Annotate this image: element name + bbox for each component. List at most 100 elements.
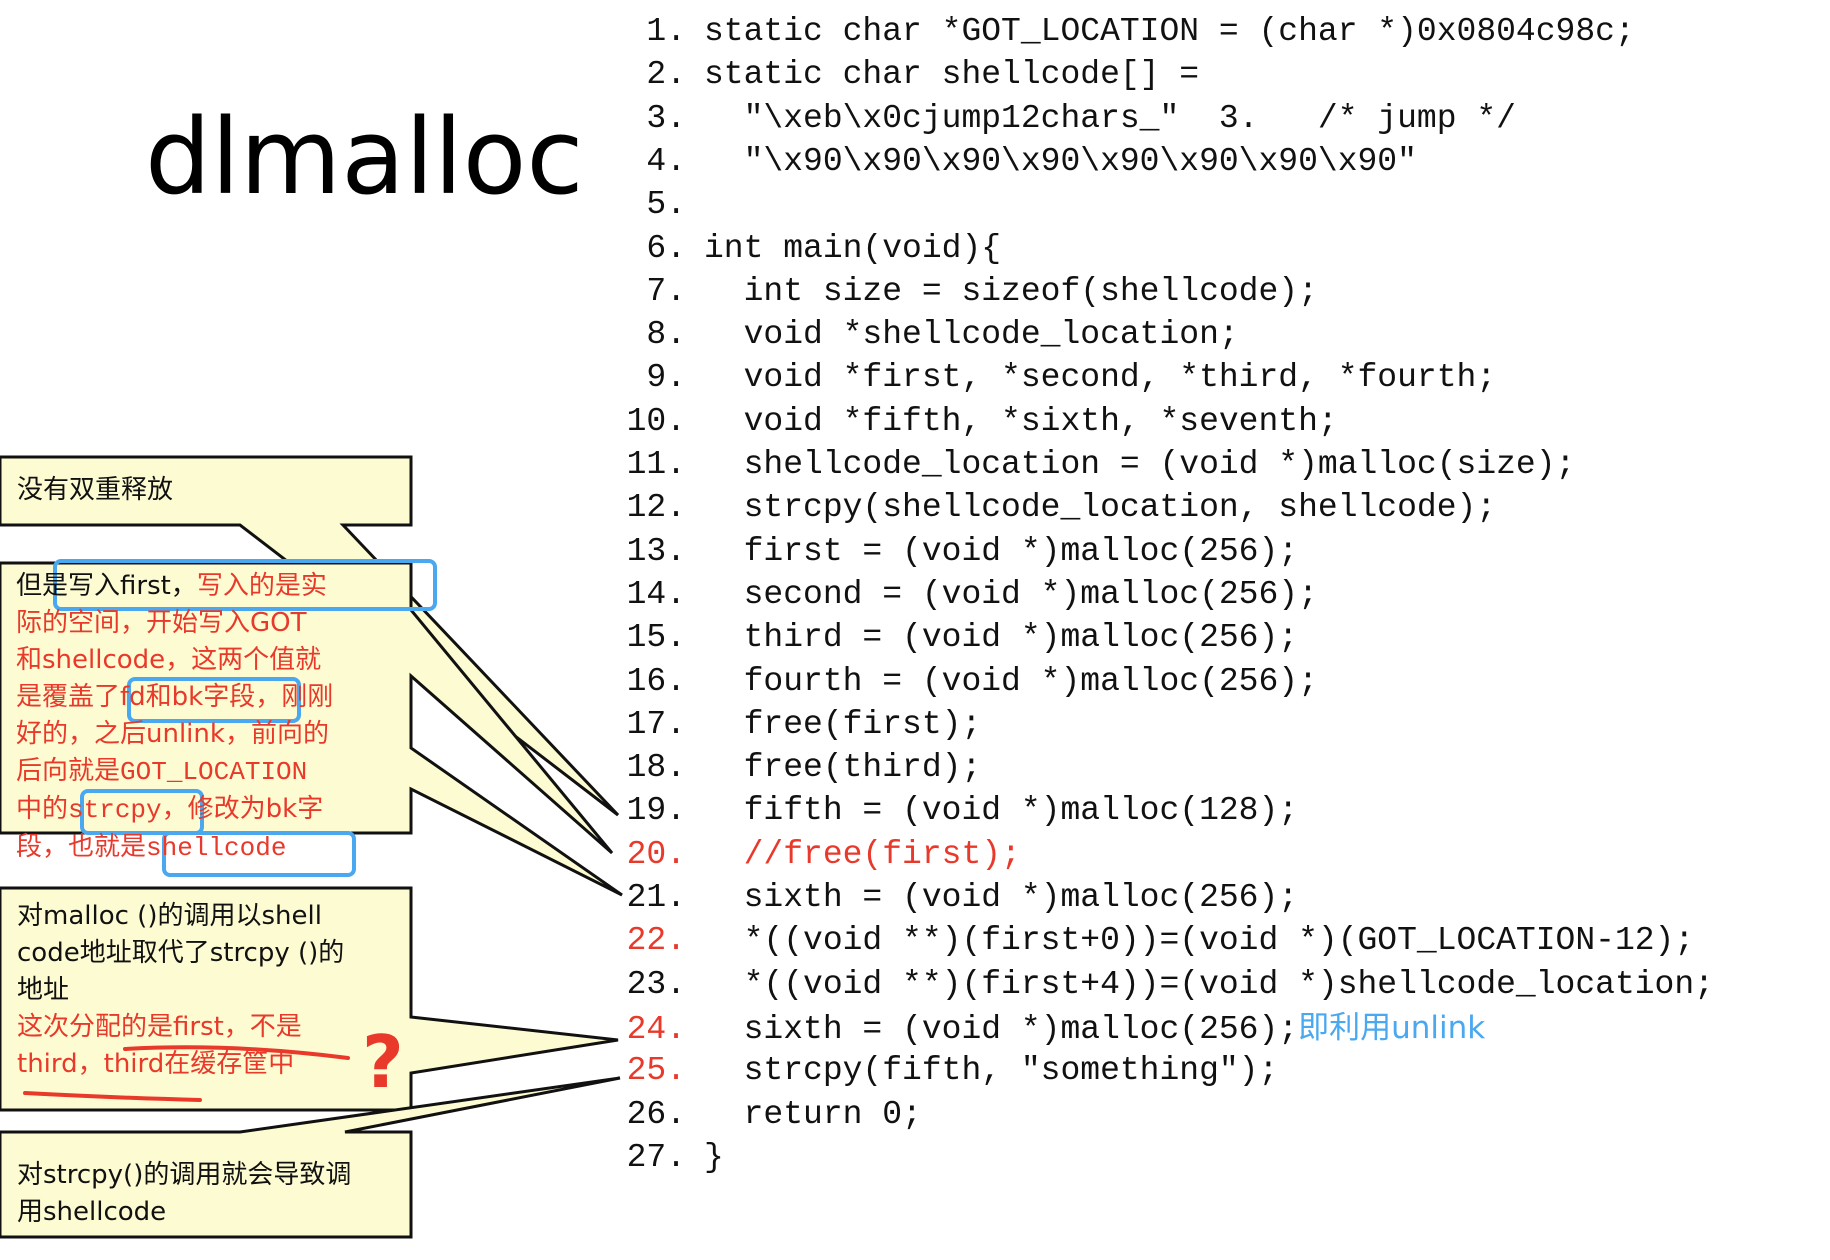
callout-2-line-6a: 后向就是 [16,756,121,786]
line-number: 5. [646,186,686,224]
line-number: 25. [626,1052,686,1090]
code-line: 3. "\xeb\x0cjump12chars_" 3. /* jump */ [600,97,1516,141]
callout-2-line-1a: 但是写入first， [16,571,197,601]
underline-first [123,1045,350,1060]
line-number: 3. [646,99,686,137]
callout-no-double-free: 没有双重释放 [17,472,173,509]
callout-3-line-1: 对malloc ()的调用以shell [17,901,322,931]
line-number: 23. [626,965,686,1003]
code-text: void *first, *second, *third, *fourth; [704,359,1497,397]
code-line: 20. //free(first); [600,833,1021,877]
highlight-box-fd-bk [127,677,301,723]
unlink-note: 即利用unlink [1298,1009,1486,1046]
callout-3-line-3: 地址 [17,975,70,1005]
code-text: static char shellcode[] = [704,56,1200,94]
line-number: 22. [626,922,686,960]
callout-4-line-2: 用shellcode [17,1197,167,1227]
callout-strcpy-shellcode: 对strcpy()的调用就会导致调 用shellcode [17,1157,351,1231]
line-number: 6. [646,229,686,267]
code-text: "\xeb\x0cjump12chars_" 3. /* jump */ [704,99,1516,137]
code-text: *((void **)(first+4))=(void *)shellcode_… [704,965,1714,1003]
highlight-box-first [53,559,437,611]
code-line: 22. *((void **)(first+0))=(void *)(GOT_L… [600,919,1695,963]
callout-4-shape [0,1076,621,1239]
code-text: third = (void *)malloc(256); [704,619,1299,657]
callout-3-line-5: third，third在缓存筐中 [17,1049,295,1079]
code-text: "\x90\x90\x90\x90\x90\x90\x90\x90" [704,142,1417,180]
line-number: 24. [626,1010,686,1048]
callout-malloc-replace: 对malloc ()的调用以shell code地址取代了strcpy ()的 … [17,898,344,1083]
code-text: int size = sizeof(shellcode); [704,272,1318,310]
callout-2-line-2: 际的空间，开始写入GOT [16,608,307,638]
code-text: int main(void){ [704,229,1002,267]
line-number: 26. [626,1095,686,1133]
code-line: 16. fourth = (void *)malloc(256); [600,660,1318,704]
code-line: 1. static char *GOT_LOCATION = (char *)0x… [600,10,1635,54]
line-number: 15. [626,619,686,657]
code-text: strcpy(fifth, "something"); [704,1052,1279,1090]
highlight-box-shellcode [162,831,356,877]
code-line: 10. void *fifth, *sixth, *seventh; [600,400,1338,444]
code-line: 5. [600,183,704,227]
line-number: 9. [646,359,686,397]
code-line: 15. third = (void *)malloc(256); [600,616,1299,660]
line-number: 2. [646,56,686,94]
callout-2-line-7c: 修改为bk字 [187,794,324,824]
code-line: 21. sixth = (void *)malloc(256); [600,876,1299,920]
callout-2-line-7a: 中的 [16,794,69,824]
code-line: 25. strcpy(fifth, "something"); [600,1049,1279,1093]
code-text: sixth = (void *)malloc(256); [704,879,1299,916]
code-text: void *shellcode_location; [704,316,1239,354]
code-line: 17. free(first); [600,703,982,747]
line-number: 7. [646,272,686,310]
code-text: sixth = (void *)malloc(256); [704,1010,1299,1048]
line-number: 4. [646,142,686,180]
code-line: 11. shellcode_location = (void *)malloc(… [600,443,1576,487]
code-text: strcpy(shellcode_location, shellcode); [704,489,1497,527]
code-line: 2. static char shellcode[] = [600,53,1199,97]
code-line: 23. *((void **)(first+4))=(void *)shellc… [600,963,1714,1007]
line-number: 27. [626,1138,686,1176]
line-number: 10. [626,402,686,440]
callout-1-shape [0,455,620,817]
code-text: return 0; [704,1095,922,1133]
line-number: 14. [626,575,686,613]
code-line: 12. strcpy(shellcode_location, shellcode… [600,486,1497,530]
line-number: 12. [626,489,686,527]
callout-3-shape [0,886,619,1112]
code-text: free(third); [704,749,982,787]
code-text: static char *GOT_LOCATION = (char *)0x08… [704,13,1635,50]
line-number: 21. [626,879,686,916]
line-number: 20. [626,835,686,873]
callout-2-line-7b: strcpy， [68,795,188,825]
code-text [686,186,704,223]
code-text: //free(first); [704,835,1021,873]
callout-2-line-4b: fd和bk字段， [120,682,282,712]
line-number: 19. [626,792,686,830]
callout-3-line-2: code地址取代了strcpy ()的 [17,938,345,968]
code-line: 24. sixth = (void *)malloc(256);即利用unlin… [600,1006,1486,1050]
code-line: 8. void *shellcode_location; [600,313,1239,357]
code-line: 14. second = (void *)malloc(256); [600,573,1318,617]
line-number: 16. [626,662,686,700]
callout-write-first: 但是写入first，写入的是实 际的空间，开始写入GOT 和shellcode，… [16,568,333,867]
line-number: 1. [646,13,686,50]
callout-2-line-5: 好的，之后unlink，前向的 [16,719,329,749]
callout-4-line-1: 对strcpy()的调用就会导致调 [17,1160,352,1190]
code-text: first = (void *)malloc(256); [704,532,1299,570]
question-mark-annotation: ? [362,1020,404,1104]
callout-2-line-8a: 段，也就是 [16,832,147,862]
code-line: 9. void *first, *second, *third, *fourth… [600,356,1496,400]
callout-2-line-6b: GOT_LOCATION [120,757,308,787]
code-text: *((void **)(first+0))=(void *)(GOT_LOCAT… [704,922,1695,960]
code-line: 26. return 0; [600,1093,922,1137]
code-text: } [704,1138,724,1176]
highlight-box-strcpy [80,789,204,835]
code-text: fifth = (void *)malloc(128); [704,792,1299,830]
callout-2-line-4a: 是覆盖了 [16,682,121,712]
callout-2-line-3: 和shellcode，这两个值就 [16,645,322,675]
line-number: 18. [626,749,686,787]
line-number: 13. [626,532,686,570]
code-line: 27.} [600,1136,724,1180]
